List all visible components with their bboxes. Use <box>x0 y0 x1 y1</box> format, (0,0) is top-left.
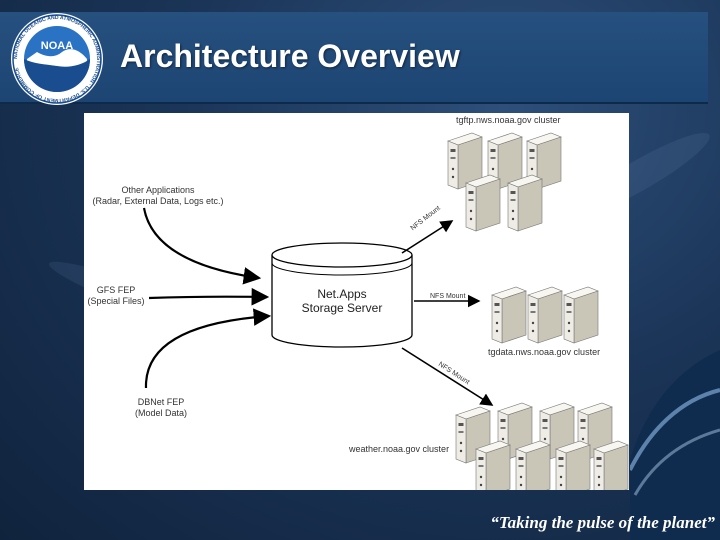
server-group-tgftp <box>447 132 562 232</box>
cluster-label-tgdata: tgdata.nws.noaa.gov cluster <box>488 347 601 357</box>
source-other-applications: Other Applications (Radar, External Data… <box>84 185 232 207</box>
architecture-diagram: Other Applications (Radar, External Data… <box>84 113 629 490</box>
server-icon <box>465 174 501 232</box>
source-label-line1: DBNet FEP <box>137 397 185 407</box>
header-bar <box>0 12 708 104</box>
arrow-mount-tgftp <box>401 220 454 254</box>
source-dbnet-fep: DBNet FEP (Model Data) <box>124 397 198 419</box>
cluster-label-tgftp: tgftp.nws.noaa.gov cluster <box>456 115 561 125</box>
diagram-graphics <box>142 132 629 490</box>
arrow-mount-weather <box>401 347 494 406</box>
source-label-line2: (Special Files) <box>87 296 145 306</box>
server-group-weather <box>455 402 629 490</box>
storage-server-label: Net.Apps Storage Server <box>274 287 410 315</box>
server-icon <box>491 286 527 344</box>
storage-label-line2: Storage Server <box>301 301 383 315</box>
mount-label-tgdata: NFS Mount <box>430 293 466 300</box>
arrow-dbnet-fep <box>144 308 272 389</box>
source-gfs-fep: GFS FEP (Special Files) <box>84 285 148 307</box>
cluster-label-weather: weather.noaa.gov cluster <box>349 444 450 454</box>
logo-text: NOAA <box>41 40 73 52</box>
server-icon <box>515 440 551 490</box>
server-group-tgdata <box>491 286 599 344</box>
arrow-gfs-fep <box>148 287 270 306</box>
source-label-line1: Other Applications <box>121 185 195 195</box>
server-icon <box>555 440 591 490</box>
storage-label-line1: Net.Apps <box>317 287 367 301</box>
server-icon <box>475 440 511 490</box>
source-label-line2: (Model Data) <box>134 408 188 418</box>
server-icon <box>593 440 629 490</box>
page-title: Architecture Overview <box>120 38 460 74</box>
tagline: “Taking the pulse of the planet” <box>490 513 715 532</box>
server-icon <box>507 174 543 232</box>
server-icon <box>563 286 599 344</box>
storage-server-cylinder <box>271 242 413 348</box>
source-label-line1: GFS FEP <box>96 285 136 295</box>
source-label-line2: (Radar, External Data, Logs etc.) <box>92 196 224 206</box>
ocean-wave-decoration <box>630 350 720 540</box>
server-icon <box>527 286 563 344</box>
noaa-logo-icon: NOAA NATIONAL OCEANIC AND ATMOSPHERIC AD… <box>11 13 103 105</box>
arrow-other-applications <box>142 207 262 285</box>
